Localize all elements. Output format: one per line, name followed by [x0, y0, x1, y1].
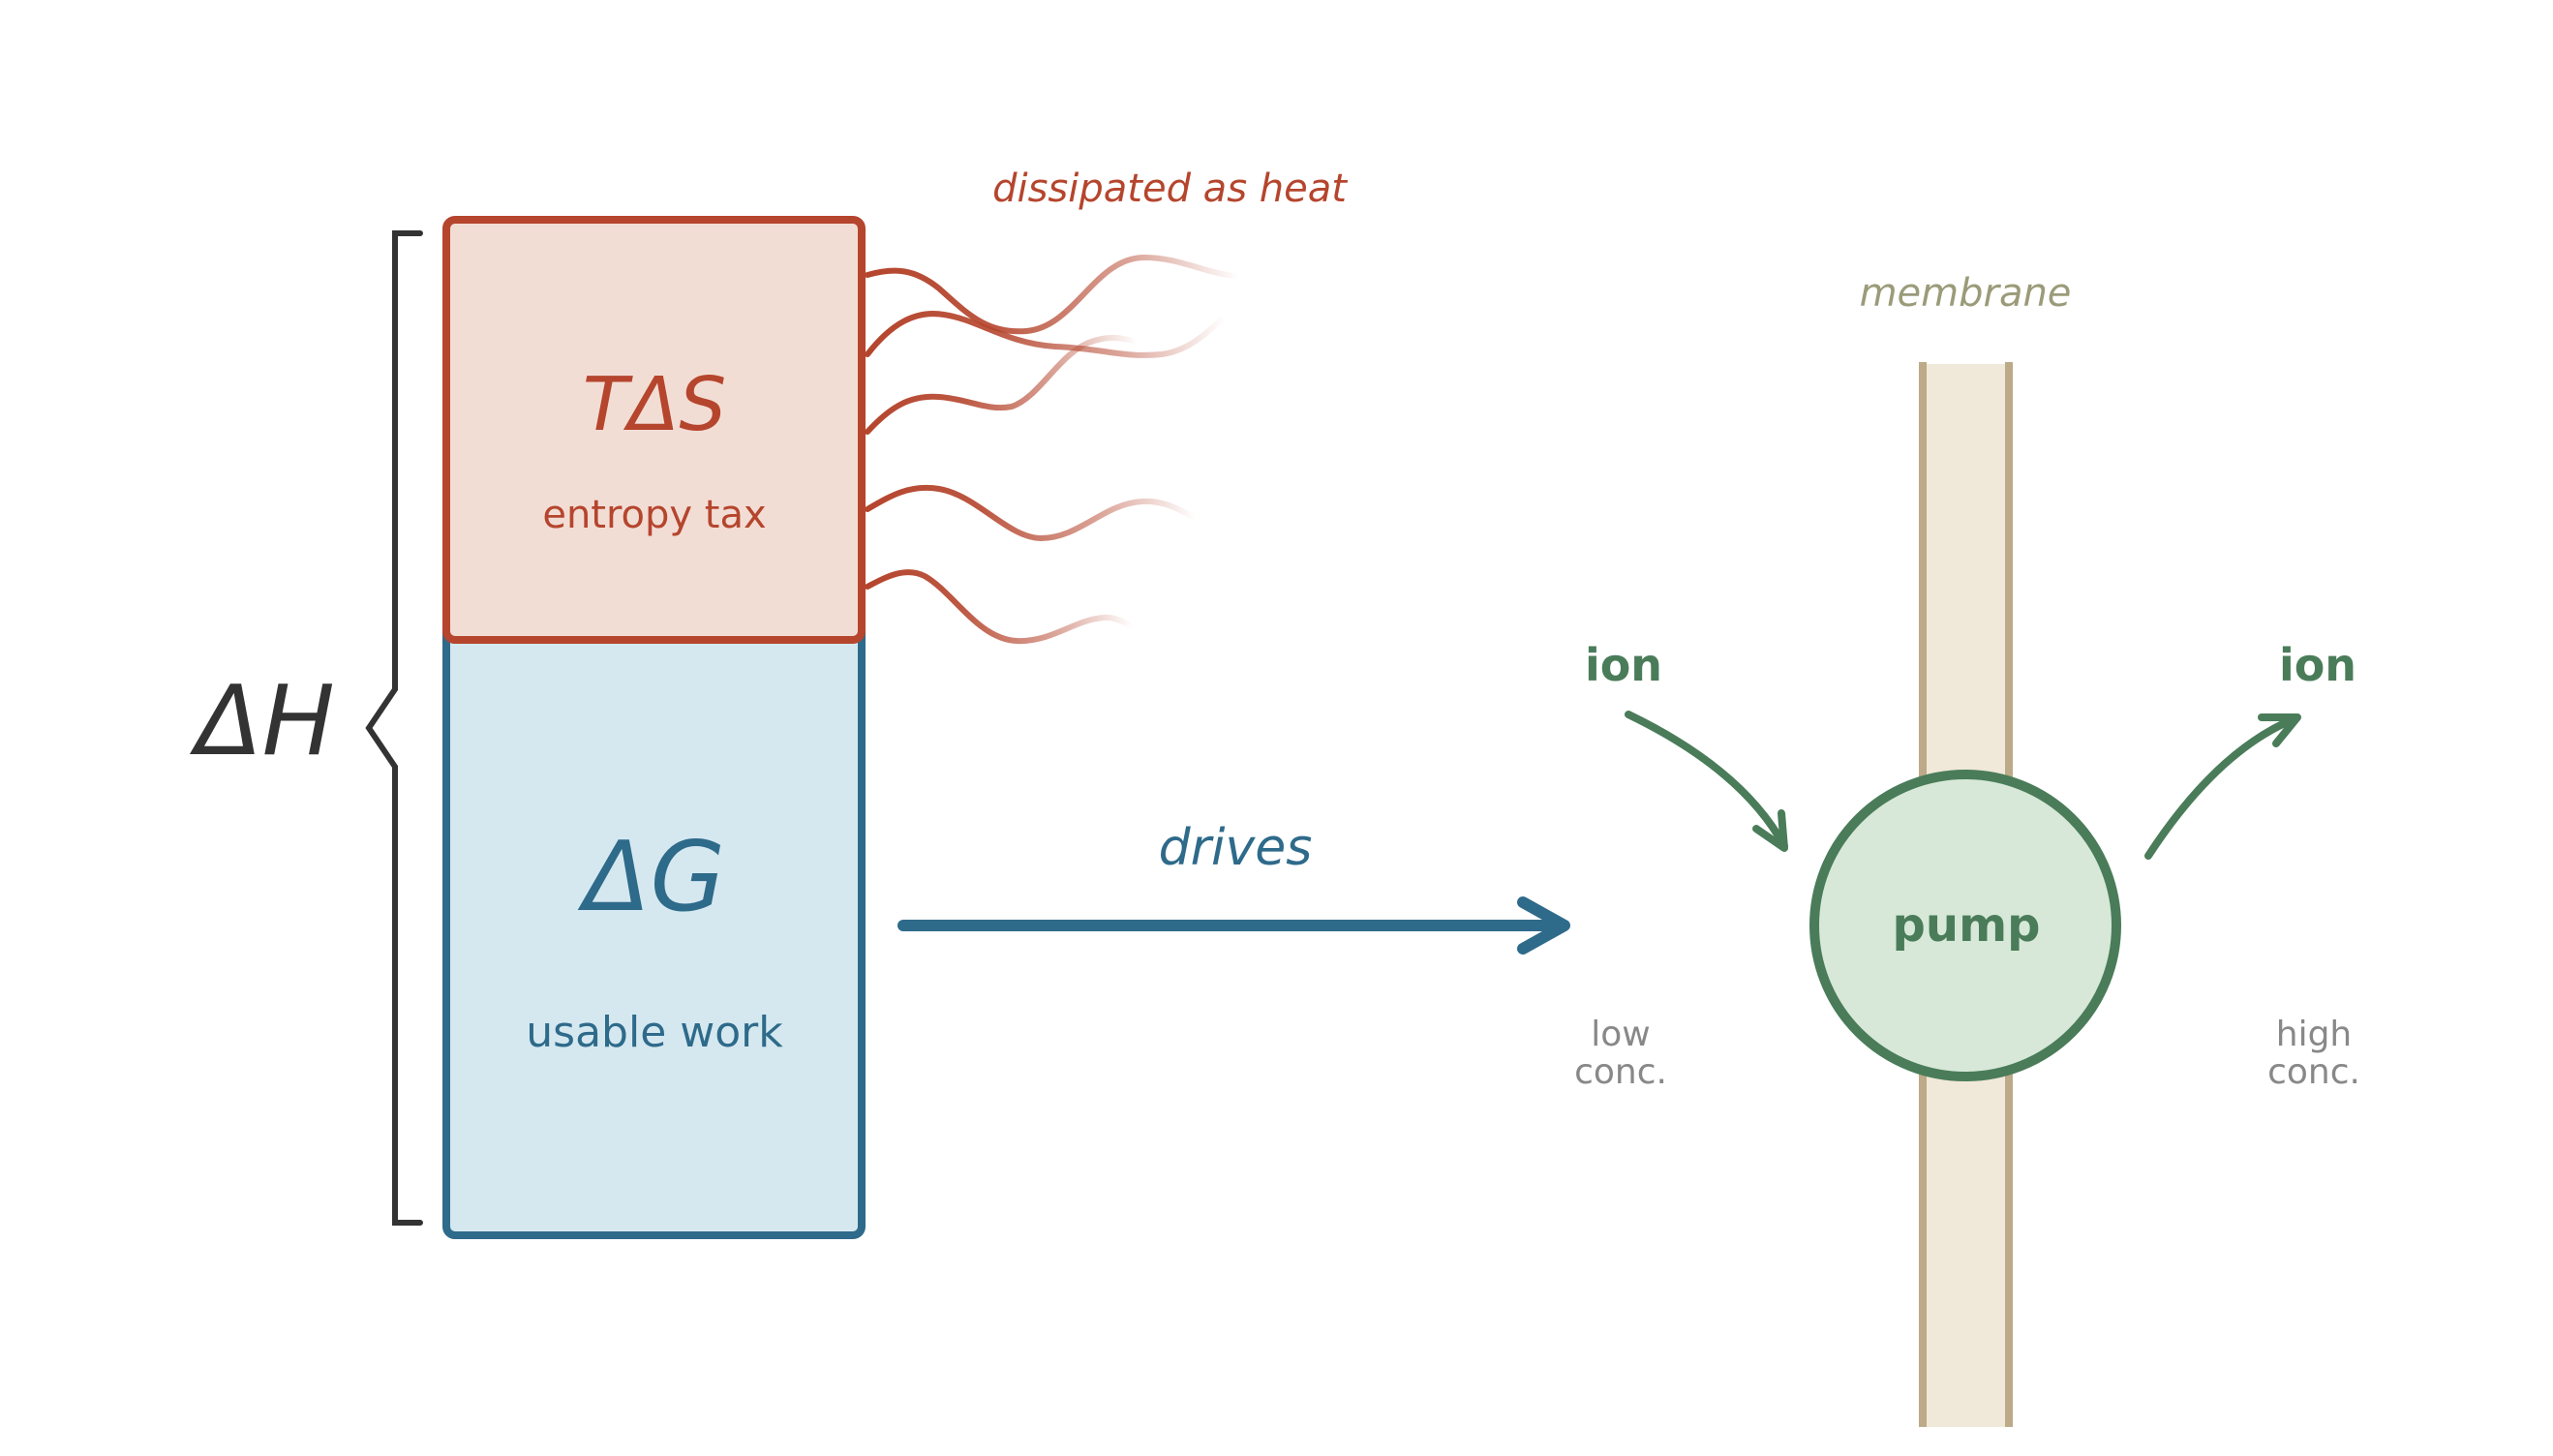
gibbs-symbol: ΔG	[577, 820, 725, 933]
heat-wave	[865, 254, 1237, 335]
ion-in-arrow	[1625, 711, 1788, 852]
ion-out-arrow-shaft	[2144, 714, 2299, 860]
ion-out-label: ion	[2279, 639, 2356, 691]
ion-in-arrow-head	[1752, 809, 1788, 852]
drives-arrow-head	[1517, 896, 1570, 955]
high-concentration-label-line2: conc.	[2267, 1052, 2360, 1092]
heat-wave	[865, 569, 1134, 645]
drives-arrow	[897, 896, 1570, 955]
drives-label: drives	[1159, 819, 1313, 877]
membrane-label: membrane	[1860, 271, 2072, 316]
ion-out-arrow	[2144, 713, 2301, 860]
ion-in-arrow-shaft	[1625, 711, 1788, 850]
heat-wave	[865, 334, 1136, 435]
entropy-caption: entropy tax	[542, 493, 766, 537]
pump-circle	[1809, 770, 2121, 1081]
gibbs-caption: usable work	[526, 1008, 783, 1057]
low-concentration-label-line2: conc.	[1574, 1052, 1667, 1092]
heat-wave	[865, 484, 1196, 542]
heat-wave	[865, 311, 1225, 358]
enthalpy-label: ΔH	[189, 664, 335, 777]
high-concentration-label-line1: high	[2276, 1015, 2353, 1054]
ion-in-label: ion	[1585, 639, 1662, 691]
enthalpy-brace	[365, 230, 423, 1226]
heat-label: dissipated as heat	[992, 167, 1348, 211]
entropy-box	[442, 216, 866, 644]
heat-waves	[865, 254, 1237, 645]
low-concentration-label-line1: low	[1591, 1015, 1650, 1054]
entropy-symbol: TΔS	[583, 362, 727, 448]
ion-out-arrow-head	[2258, 713, 2301, 747]
pump-label: pump	[1893, 898, 2041, 953]
